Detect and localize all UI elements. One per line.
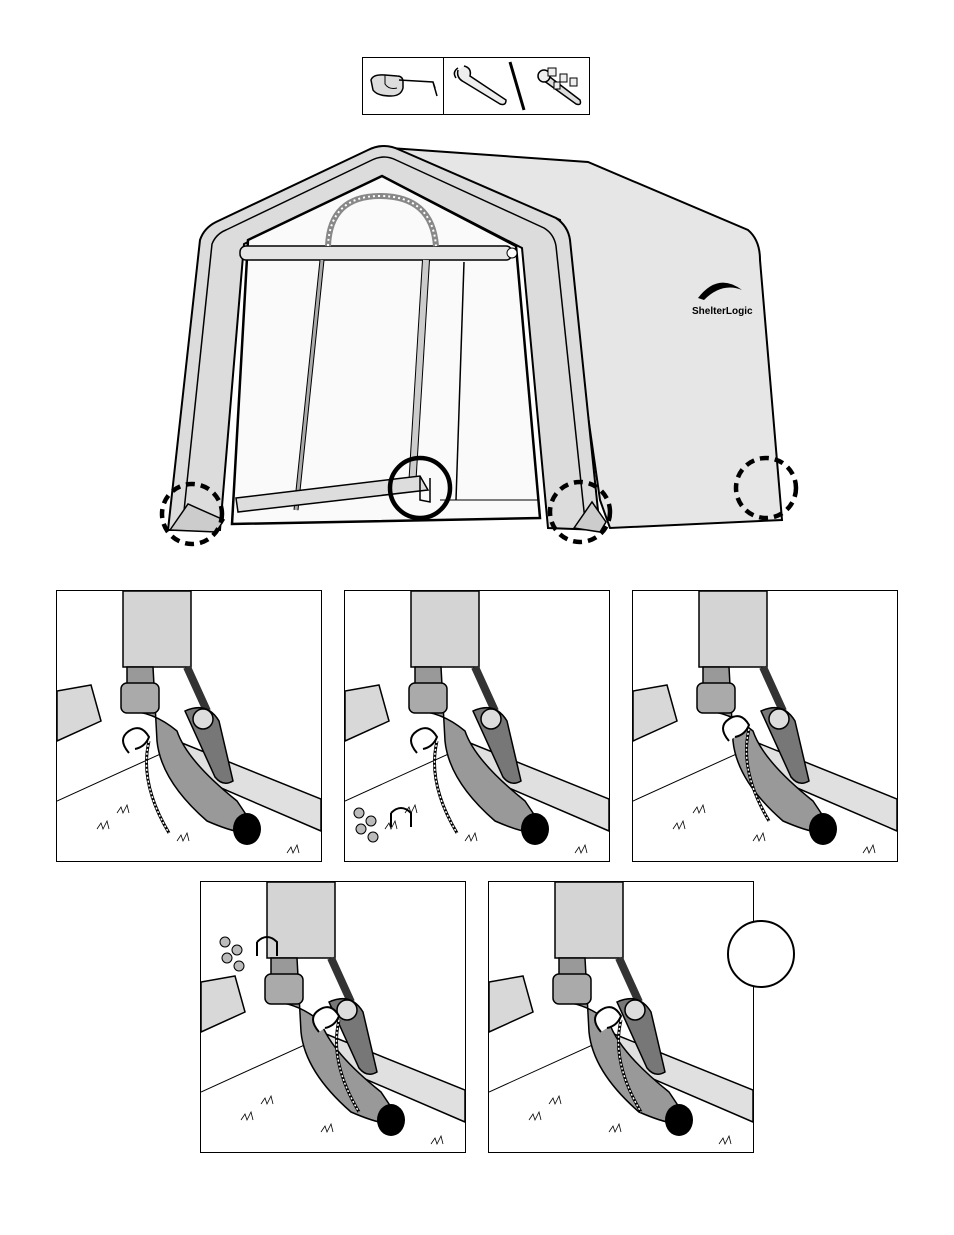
- step-number-badge: [727, 920, 795, 988]
- cover-fabric: [123, 591, 191, 667]
- ratchet-gear-icon: [625, 1000, 645, 1020]
- grass-mark: [753, 833, 765, 841]
- pipe-end: [665, 1104, 693, 1136]
- socket-set-icon: [538, 68, 581, 105]
- grass-mark: [465, 833, 477, 841]
- brand-logo-text: ShelterLogic: [692, 306, 753, 317]
- tools-cell: [444, 58, 589, 114]
- hex-nut-icon: [234, 961, 244, 971]
- hex-nut-icon: [354, 808, 364, 818]
- grass-mark: [673, 821, 685, 829]
- pipe-end: [809, 813, 837, 845]
- frame-collar: [265, 974, 303, 1004]
- hex-nut-icon: [366, 816, 376, 826]
- grass-mark: [693, 805, 705, 813]
- ratchet-gear-icon: [337, 1000, 357, 1020]
- grass-mark: [609, 1124, 621, 1132]
- step-panel-1: [56, 590, 322, 862]
- cover-fabric: [411, 591, 479, 667]
- grass-mark: [529, 1112, 541, 1120]
- hex-nut-icon: [368, 832, 378, 842]
- safety-glasses-icon: [363, 58, 444, 114]
- step-panel-5: [488, 881, 754, 1153]
- grass-mark: [321, 1124, 333, 1132]
- side-rail: [489, 976, 533, 1032]
- frame-collar: [121, 683, 159, 713]
- grass-mark: [549, 1096, 561, 1104]
- hex-nut-icon: [356, 824, 366, 834]
- pipe-end: [521, 813, 549, 845]
- pipe-end: [233, 813, 261, 845]
- tension-strap: [619, 958, 639, 1002]
- ground-anchor-icon: [123, 728, 149, 753]
- step-panel-3: [632, 590, 898, 862]
- frame-collar: [553, 974, 591, 1004]
- cover-fabric: [555, 882, 623, 958]
- shelter-overview-illustration: ShelterLogic: [150, 140, 810, 560]
- required-tools-box: [362, 57, 590, 115]
- frame-collar: [409, 683, 447, 713]
- step-panel-2: [344, 590, 610, 862]
- side-rail: [57, 685, 101, 741]
- side-rail: [633, 685, 677, 741]
- grass-mark: [261, 1096, 273, 1104]
- grass-mark: [241, 1112, 253, 1120]
- grass-mark: [97, 821, 109, 829]
- grass-mark: [575, 845, 587, 853]
- tension-strap: [475, 667, 495, 711]
- side-rail: [201, 976, 245, 1032]
- ground-anchor-icon: [313, 1007, 339, 1032]
- side-rail: [345, 685, 389, 741]
- tension-strap: [763, 667, 783, 711]
- grass-mark: [863, 845, 875, 853]
- u-bolt-clamp-icon: [391, 808, 411, 827]
- tension-strap: [331, 958, 351, 1002]
- ratchet-gear-icon: [769, 709, 789, 729]
- cover-fabric: [699, 591, 767, 667]
- ground-anchor-icon: [411, 728, 437, 753]
- hex-nut-icon: [220, 937, 230, 947]
- step-panel-4: [200, 881, 466, 1153]
- hex-nut-icon: [222, 953, 232, 963]
- frame-collar: [697, 683, 735, 713]
- grass-mark: [287, 845, 299, 853]
- ground-anchor-icon: [595, 1007, 621, 1032]
- grass-mark: [719, 1136, 731, 1144]
- hex-nut-icon: [232, 945, 242, 955]
- grass-mark: [177, 833, 189, 841]
- adjustable-wrench-icon: [455, 66, 507, 105]
- grass-mark: [117, 805, 129, 813]
- pipe-end: [377, 1104, 405, 1136]
- ratchet-gear-icon: [193, 709, 213, 729]
- tension-strap: [187, 667, 207, 711]
- ratchet-gear-icon: [481, 709, 501, 729]
- grass-mark: [431, 1136, 443, 1144]
